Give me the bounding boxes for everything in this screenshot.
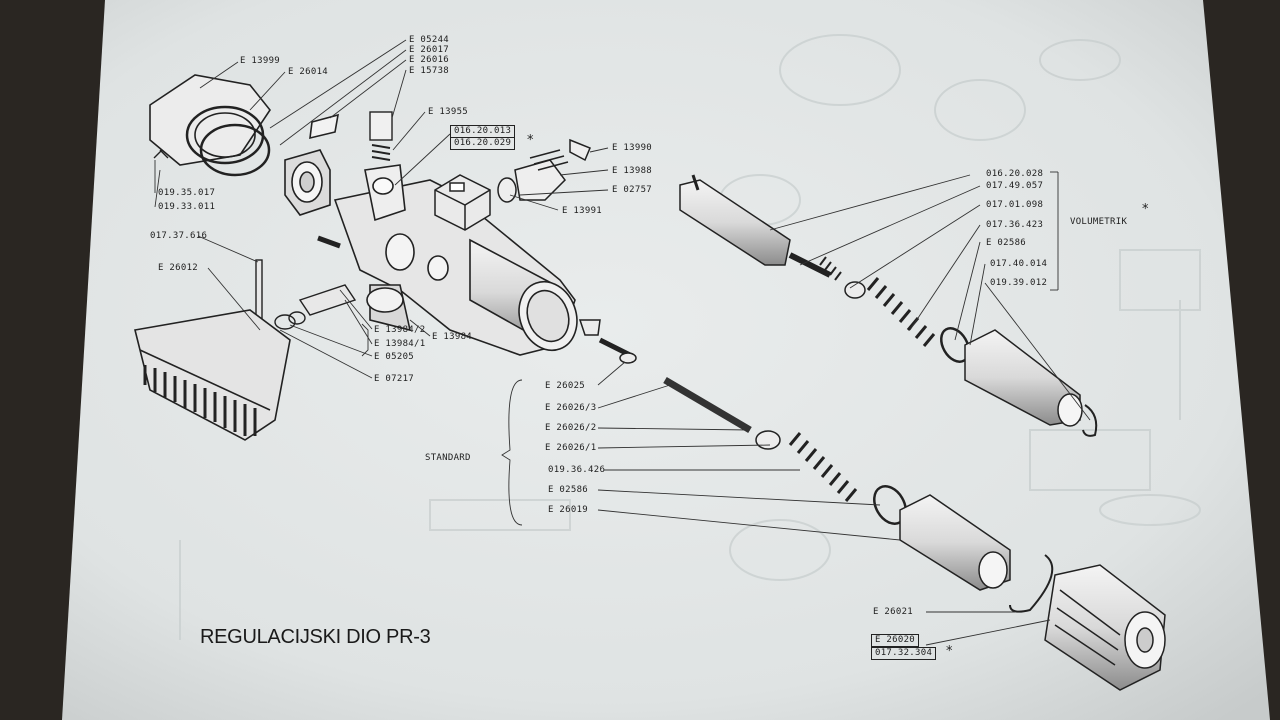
asterisk-marker-2: *: [1142, 202, 1149, 217]
label-e26017: E 26017: [409, 45, 450, 55]
main-housing: [333, 164, 578, 356]
label-019-36-426: 019.36.426: [548, 465, 606, 475]
label-017-32-304: 017.32.304: [871, 647, 937, 660]
upper-fitting-train: [497, 138, 591, 203]
label-e26026-1: E 26026/1: [545, 443, 597, 453]
label-e26012: E 26012: [158, 263, 199, 273]
page-title: REGULACIJSKI DIO PR-3: [200, 626, 431, 648]
label-e26026-3: E 26026/3: [545, 403, 597, 413]
label-e26016: E 26016: [409, 55, 450, 65]
label-019-33-011: 019.33.011: [158, 202, 216, 212]
label-e02586-volumetrik: E 02586: [986, 238, 1027, 248]
label-016-20-028: 016.20.028: [986, 169, 1044, 179]
asterisk-marker-1: *: [527, 133, 534, 148]
label-017-37-616: 017.37.616: [150, 231, 208, 241]
label-e05205: E 05205: [374, 352, 415, 362]
label-e26019: E 26019: [548, 505, 589, 515]
cube-fitting: [434, 174, 491, 231]
label-017-40-014: 017.40.014: [990, 259, 1048, 269]
label-e26014: E 26014: [288, 67, 329, 77]
label-e13990: E 13990: [612, 143, 653, 153]
label-e15738: E 15738: [409, 66, 450, 76]
label-019-35-017: 019.35.017: [158, 188, 216, 198]
bonnet-assembly: [149, 74, 340, 216]
label-e26025: E 26025: [545, 381, 586, 391]
label-e26026-2: E 26026/2: [545, 423, 597, 433]
label-019-39-012: 019.39.012: [990, 278, 1048, 288]
label-e13984-1: E 13984/1: [374, 339, 426, 349]
label-e02586-standard: E 02586: [548, 485, 589, 495]
label-e13984: E 13984: [432, 332, 473, 342]
standard-label: STANDARD: [425, 453, 471, 463]
label-e13991: E 13991: [562, 206, 603, 216]
handle-grip: [134, 309, 291, 441]
label-016-20-029: 016.20.029: [450, 137, 516, 150]
label-e13984-2: E 13984/2: [374, 325, 426, 335]
volumetrik-assembly: [679, 174, 1098, 437]
volumetrik-label: VOLUMETRIK: [1070, 217, 1128, 227]
bleed-through: [179, 34, 1201, 640]
label-e05244: E 05244: [409, 35, 450, 45]
label-e26020: E 26020: [871, 634, 920, 647]
label-e13988: E 13988: [612, 166, 653, 176]
label-017-01-098: 017.01.098: [986, 200, 1044, 210]
asterisk-marker-3: *: [946, 644, 953, 659]
label-e02757: E 02757: [612, 185, 653, 195]
label-e26021: E 26021: [873, 607, 914, 617]
label-017-36-423: 017.36.423: [986, 220, 1044, 230]
spring-cap: [153, 111, 393, 161]
label-e13955: E 13955: [428, 107, 469, 117]
label-e13999: E 13999: [240, 56, 281, 66]
label-e07217: E 07217: [374, 374, 415, 384]
leader-lines: [154, 39, 1091, 646]
label-017-49-057: 017.49.057: [986, 181, 1044, 191]
